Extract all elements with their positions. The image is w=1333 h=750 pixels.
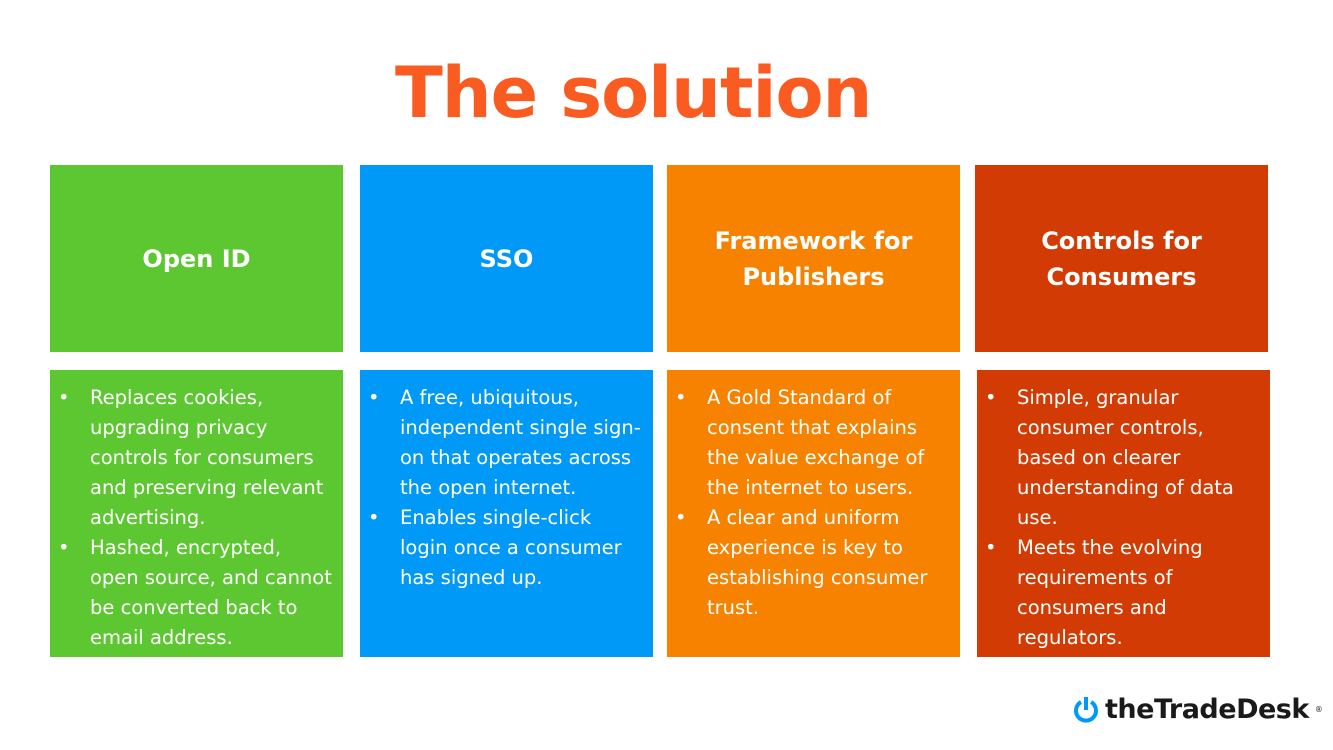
bullet-icon: • xyxy=(368,386,380,409)
bullet-icon: • xyxy=(675,386,687,409)
bullet-icon: • xyxy=(675,506,687,529)
bullet-icon: • xyxy=(58,536,70,559)
bullet-icon: • xyxy=(985,386,997,409)
bullet-text: Hashed, encrypted, open source, and cann… xyxy=(90,536,332,649)
bullet-item: • Enables single-click login once a consu… xyxy=(368,503,643,593)
power-icon xyxy=(1074,696,1098,723)
bullet-text: Enables single-click login once a consum… xyxy=(400,506,622,589)
bullet-item: • Meets the evolving requirements of cons… xyxy=(985,533,1260,653)
bullet-item: • Simple, granular consumer controls, bas… xyxy=(985,383,1260,533)
heading-text: Controls for Consumers xyxy=(1041,226,1202,291)
bullet-text: Meets the evolving requirements of consu… xyxy=(1017,536,1203,649)
bullet-text: A clear and uniform experience is key to… xyxy=(707,506,928,619)
heading-text: SSO xyxy=(479,244,534,273)
bullet-icon: • xyxy=(58,386,70,409)
bullet-item: • Hashed, encrypted, open source, and can… xyxy=(58,533,333,653)
bullet-item: • A clear and uniform experience is key t… xyxy=(675,503,950,623)
trade-desk-logo: theTradeDesk ® xyxy=(1073,694,1323,725)
bullet-text: A free, ubiquitous, independent single s… xyxy=(400,386,641,499)
bullet-item: • A Gold Standard of consent that explain… xyxy=(675,383,950,503)
bullet-text: Simple, granular consumer controls, base… xyxy=(1017,386,1234,529)
bullet-text: A Gold Standard of consent that explains… xyxy=(707,386,925,499)
bullet-text: Replaces cookies, upgrading privacy cont… xyxy=(90,386,324,529)
heading-text: Framework for Publishers xyxy=(714,226,913,291)
column-body-sso: • A free, ubiquitous, independent single … xyxy=(360,370,653,657)
column-body-controls: • Simple, granular consumer controls, bas… xyxy=(977,370,1270,657)
column-body-open-id: • Replaces cookies, upgrading privacy con… xyxy=(50,370,343,657)
column-body-framework: • A Gold Standard of consent that explain… xyxy=(667,370,960,657)
slide-title: The solution xyxy=(395,52,872,134)
bullet-item: • A free, ubiquitous, independent single … xyxy=(368,383,643,503)
bullet-icon: • xyxy=(368,506,380,529)
bullet-icon: • xyxy=(985,536,997,559)
heading-text: Open ID xyxy=(142,244,251,273)
column-heading-controls: Controls for Consumers xyxy=(975,165,1268,352)
column-heading-framework: Framework for Publishers xyxy=(667,165,960,352)
registered-mark: ® xyxy=(1314,705,1323,714)
bullet-item: • Replaces cookies, upgrading privacy con… xyxy=(58,383,333,533)
column-heading-sso: SSO xyxy=(360,165,653,352)
logo-text: theTradeDesk xyxy=(1105,694,1309,725)
column-heading-open-id: Open ID xyxy=(50,165,343,352)
